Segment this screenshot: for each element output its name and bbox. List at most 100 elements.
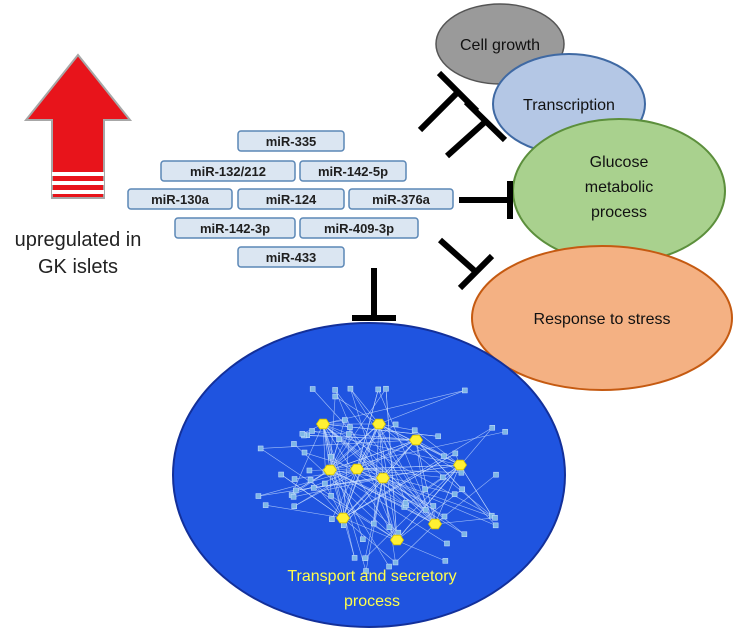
interaction-network <box>255 385 508 574</box>
inhibit-transcription-icon <box>444 99 508 159</box>
network-edge <box>385 388 398 541</box>
network-edge <box>324 483 344 519</box>
network-hub-node <box>336 512 350 524</box>
network-edge <box>294 468 358 507</box>
network-leaf-node <box>291 441 297 447</box>
network-leaf-node <box>458 469 465 476</box>
network-edge <box>334 389 436 525</box>
network-leaf-node <box>422 486 428 493</box>
network-edge <box>459 464 493 516</box>
network-edge <box>396 427 493 541</box>
network-edge <box>415 439 461 466</box>
network-hub-node <box>390 534 404 546</box>
network-edge <box>322 423 465 535</box>
network-leaf-node <box>441 453 447 459</box>
network-leaf-node <box>395 529 402 536</box>
network-leaf-node <box>452 450 459 457</box>
network-edge <box>342 427 493 519</box>
upregulation-arrow-icon <box>23 53 133 199</box>
network-edge <box>356 468 462 474</box>
transcription-label: Transcription <box>523 97 615 114</box>
network-leaf-node <box>332 387 338 393</box>
network-edge <box>312 388 436 525</box>
network-leaf-node <box>347 424 353 430</box>
inhibit-stress-icon <box>438 237 495 291</box>
network-leaf-node <box>362 555 368 562</box>
network-edge <box>415 439 496 526</box>
network-hub-node <box>323 464 337 476</box>
network-leaf-node <box>309 386 316 392</box>
network-hub-node <box>409 434 423 446</box>
network-leaf-node <box>309 428 315 434</box>
glucose-label-line1: Glucose <box>590 154 649 171</box>
network-edge <box>356 468 443 478</box>
network-leaf-node <box>301 449 308 456</box>
mirna-label: miR-376a <box>372 192 431 207</box>
network-leaf-node <box>502 428 508 435</box>
network-leaf-node <box>371 520 377 527</box>
mirna-label: miR-132/212 <box>190 164 266 179</box>
network-edge <box>322 423 364 540</box>
mirna-label: miR-130a <box>151 192 210 207</box>
network-leaf-node <box>328 453 334 460</box>
upregulated-label-line1: upregulated in <box>15 229 142 251</box>
mirna-label: miR-142-5p <box>318 164 388 179</box>
network-leaf-node <box>435 433 441 440</box>
network-edge <box>329 388 387 471</box>
mirna-box: miR-124 <box>237 188 345 210</box>
network-edge <box>342 477 384 519</box>
network-edge <box>329 469 405 508</box>
network-hub-node <box>376 472 390 484</box>
network-edge <box>322 423 331 471</box>
network-leaf-node <box>257 445 264 452</box>
network-leaf-node <box>402 499 409 506</box>
network-edge <box>382 477 390 528</box>
network-leaf-node <box>360 536 366 543</box>
network-leaf-node <box>461 531 468 537</box>
network-edge <box>329 424 396 471</box>
network-leaf-node <box>489 425 496 431</box>
process-transport-secretory: Transport and secretory process <box>172 322 566 628</box>
network-leaf-node <box>291 503 297 509</box>
network-leaf-node <box>392 559 399 566</box>
mirna-label: miR-124 <box>266 192 317 207</box>
network-leaf-node <box>328 493 334 499</box>
network-edge <box>414 430 461 466</box>
network-edge <box>342 468 358 519</box>
stress-label: Response to stress <box>534 311 671 328</box>
network-leaf-node <box>322 480 328 487</box>
network-leaf-node <box>306 467 313 474</box>
network-edge <box>334 389 398 541</box>
network-hub-node <box>372 418 386 430</box>
mirna-box: miR-142-5p <box>299 160 407 182</box>
network-edge <box>404 506 436 525</box>
network-edge <box>260 439 417 449</box>
mirna-label: miR-335 <box>266 134 317 149</box>
network-edge <box>258 464 461 497</box>
network-edge <box>378 423 398 541</box>
mirna-box: miR-130a <box>127 188 233 210</box>
network-edge <box>322 423 439 437</box>
network-edge <box>329 423 380 471</box>
inhibition-markers <box>352 70 513 321</box>
network-edge <box>382 477 496 526</box>
network-edge <box>350 388 380 425</box>
mirna-box: miR-142-3p <box>174 217 296 239</box>
glucose-label-line2: metabolic <box>585 179 653 196</box>
network-leaf-node <box>422 507 429 513</box>
network-leaf-node <box>255 493 262 499</box>
upregulated-label-line2: GK islets <box>38 256 118 278</box>
mirna-label: miR-433 <box>266 250 317 265</box>
network-leaf-node <box>336 436 342 443</box>
network-hub-node <box>316 418 330 430</box>
network-edge <box>378 390 465 425</box>
network-leaf-node <box>351 555 358 561</box>
network-leaf-node <box>441 513 448 520</box>
network-edge <box>293 477 384 498</box>
process-glucose-metabolic: Glucose metabolic process <box>512 118 726 264</box>
network-leaf-node <box>332 393 338 400</box>
inhibit-glucose-icon <box>459 181 513 219</box>
mirna-box: miR-433 <box>237 246 345 268</box>
network-edge <box>303 435 417 441</box>
network-leaf-node <box>347 385 354 392</box>
